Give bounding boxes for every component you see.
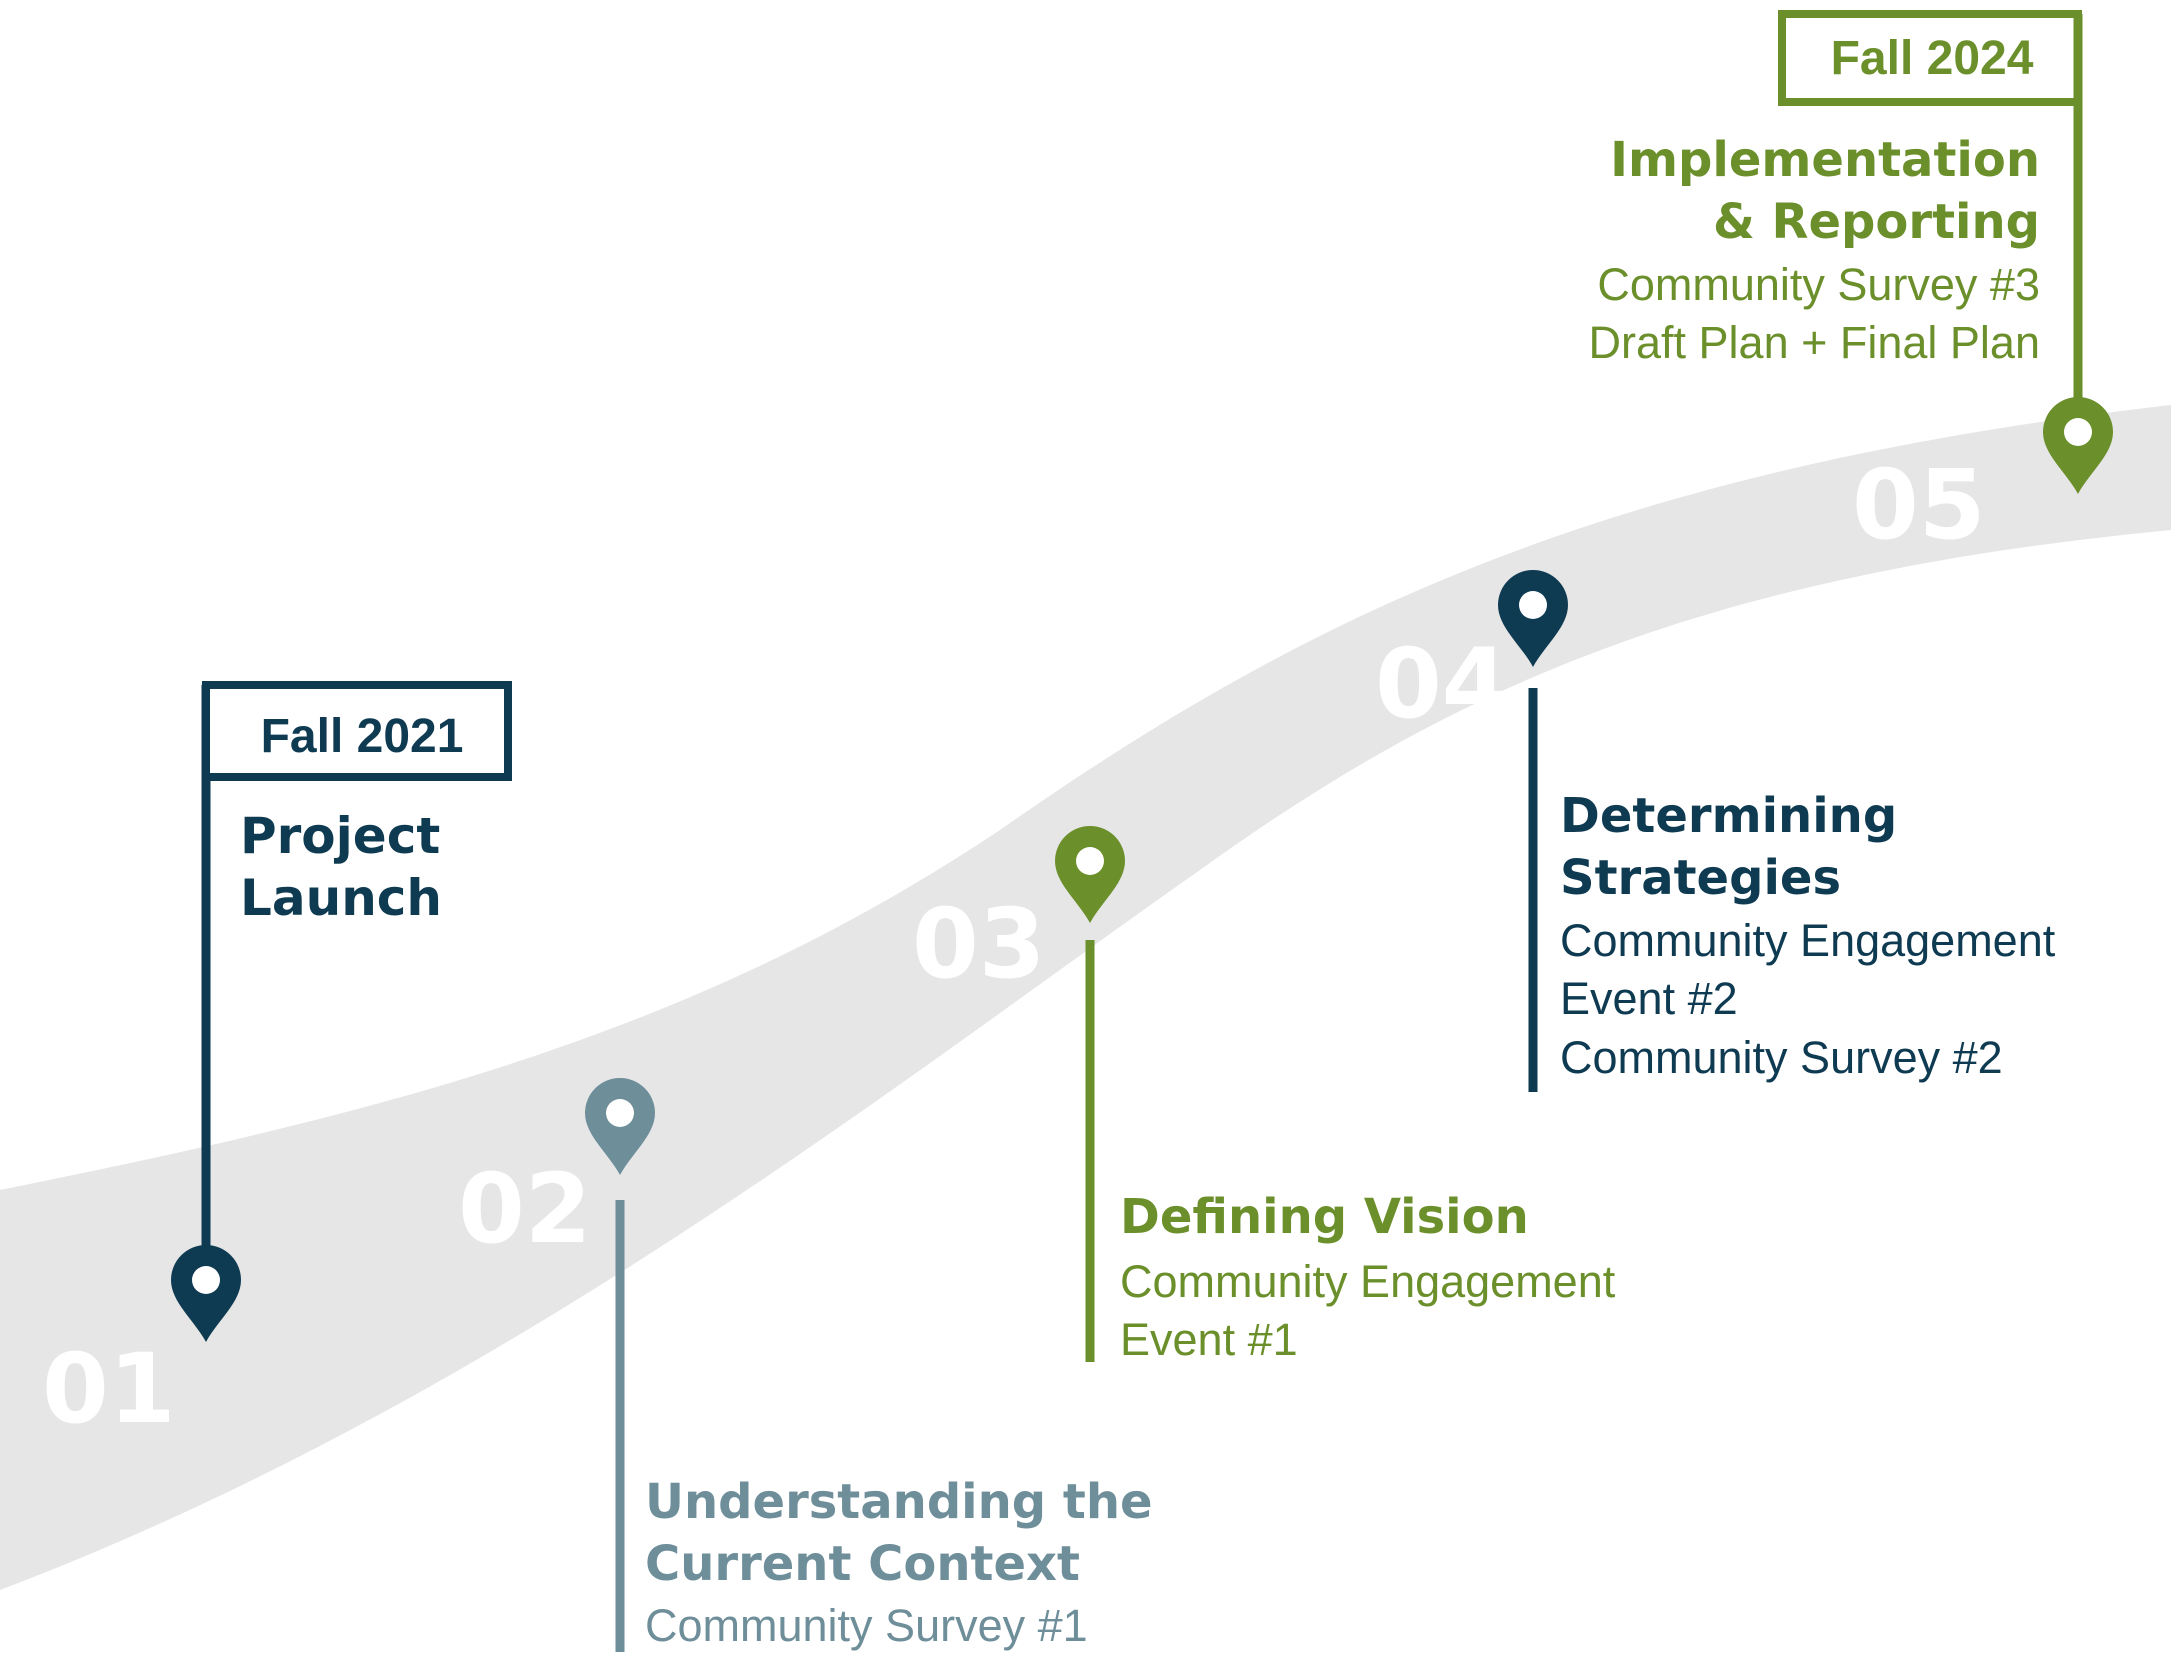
location-pin-icon bbox=[1498, 570, 1568, 667]
milestone-title-03-line1: Defining Vision bbox=[1120, 1189, 1529, 1245]
date-label-01: Fall 2021 bbox=[261, 710, 464, 763]
location-pin-icon bbox=[1055, 826, 1125, 923]
milestone-01: Fall 2021 Project Launch bbox=[171, 681, 512, 1342]
milestone-03: Defining Vision Community Engagement Eve… bbox=[1055, 826, 1616, 1365]
road-number-01: 01 bbox=[42, 1333, 176, 1445]
milestone-detail-05-1: Community Survey #3 bbox=[1597, 259, 2040, 310]
milestone-detail-04-3: Community Survey #2 bbox=[1560, 1032, 2003, 1083]
date-label-05: Fall 2024 bbox=[1831, 32, 2034, 85]
milestone-detail-05-2: Draft Plan + Final Plan bbox=[1589, 317, 2040, 368]
milestone-title-01-line2: Launch bbox=[240, 869, 442, 927]
milestone-02: Understanding the Current Context Commun… bbox=[585, 1078, 1153, 1652]
milestone-05: Fall 2024 Implementation & Reporting Com… bbox=[1589, 10, 2113, 494]
milestone-detail-03-2: Event #1 bbox=[1120, 1314, 1298, 1365]
timeline-road bbox=[0, 405, 2171, 1590]
milestone-title-02-line1: Understanding the bbox=[645, 1474, 1153, 1530]
location-pin-icon bbox=[585, 1078, 655, 1175]
road-number-03: 03 bbox=[912, 888, 1046, 1000]
milestone-detail-04-1: Community Engagement bbox=[1560, 915, 2056, 966]
road-number-02: 02 bbox=[458, 1153, 592, 1265]
location-pin-icon bbox=[2043, 397, 2113, 494]
milestone-title-04-line1: Determining bbox=[1560, 788, 1897, 844]
milestone-title-05-line2: & Reporting bbox=[1713, 194, 2040, 250]
road-number-05: 05 bbox=[1852, 449, 1986, 561]
date-box-01 bbox=[202, 681, 512, 781]
milestone-04: Determining Strategies Community Engagem… bbox=[1498, 570, 2056, 1092]
milestone-detail-03-1: Community Engagement bbox=[1120, 1256, 1616, 1307]
milestone-title-04-line2: Strategies bbox=[1560, 850, 1841, 906]
milestone-detail-02-1: Community Survey #1 bbox=[645, 1600, 1088, 1651]
location-pin-icon bbox=[171, 1245, 241, 1342]
milestone-title-05-line1: Implementation bbox=[1610, 132, 2040, 188]
road-number-04: 04 bbox=[1375, 628, 1509, 740]
milestone-title-01-line1: Project bbox=[240, 807, 440, 865]
milestone-detail-04-2: Event #2 bbox=[1560, 973, 1738, 1024]
milestone-title-02-line2: Current Context bbox=[645, 1536, 1080, 1592]
